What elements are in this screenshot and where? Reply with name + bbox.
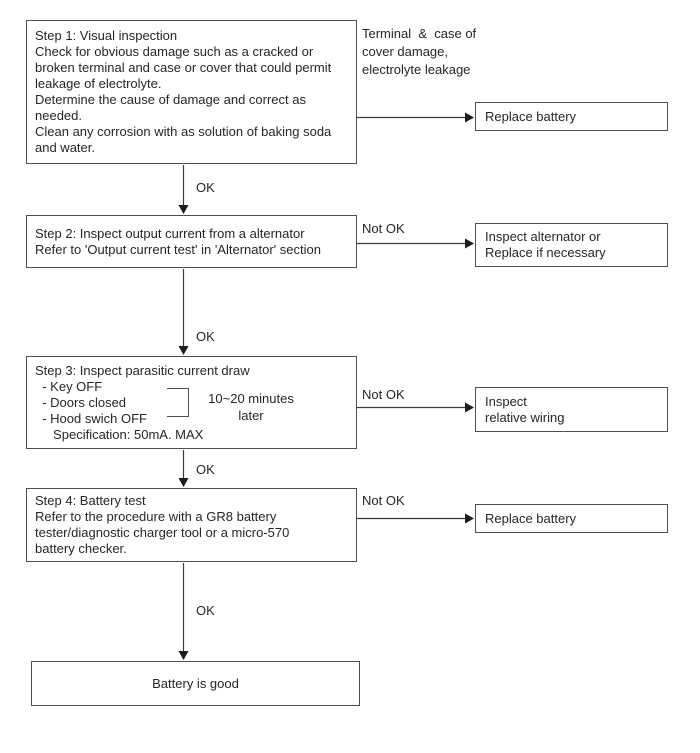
grouping-bracket [167, 388, 189, 417]
inspect-alternator-box: Inspect alternator or Replace if necessa… [475, 223, 668, 267]
ok-label-3: OK [196, 462, 215, 477]
not-ok-label-2: Not OK [362, 387, 405, 402]
not-ok-label-1: Not OK [362, 221, 405, 236]
terminal-damage-note: Terminal & case of cover damage, electro… [362, 26, 477, 77]
step-1-visual-inspection-box: Step 1: Visual inspection Check for obvi… [26, 20, 357, 164]
replace-battery-box-2: Replace battery [475, 504, 668, 533]
ok-label-4: OK [196, 603, 215, 618]
replace-battery-box-1: Replace battery [475, 102, 668, 131]
ok-label-1: OK [196, 180, 215, 195]
step-3-parasitic-draw-box: Step 3: Inspect parasitic current draw -… [26, 356, 357, 449]
battery-is-good-box: Battery is good [31, 661, 360, 706]
wait-time-note: 10~20 minutes later [208, 391, 294, 423]
step-4-battery-test-box: Step 4: Battery test Refer to the proced… [26, 488, 357, 562]
step-2-output-current-box: Step 2: Inspect output current from a al… [26, 215, 357, 268]
not-ok-label-3: Not OK [362, 493, 405, 508]
inspect-wiring-box: Inspect relative wiring [475, 387, 668, 432]
ok-label-2: OK [196, 329, 215, 344]
